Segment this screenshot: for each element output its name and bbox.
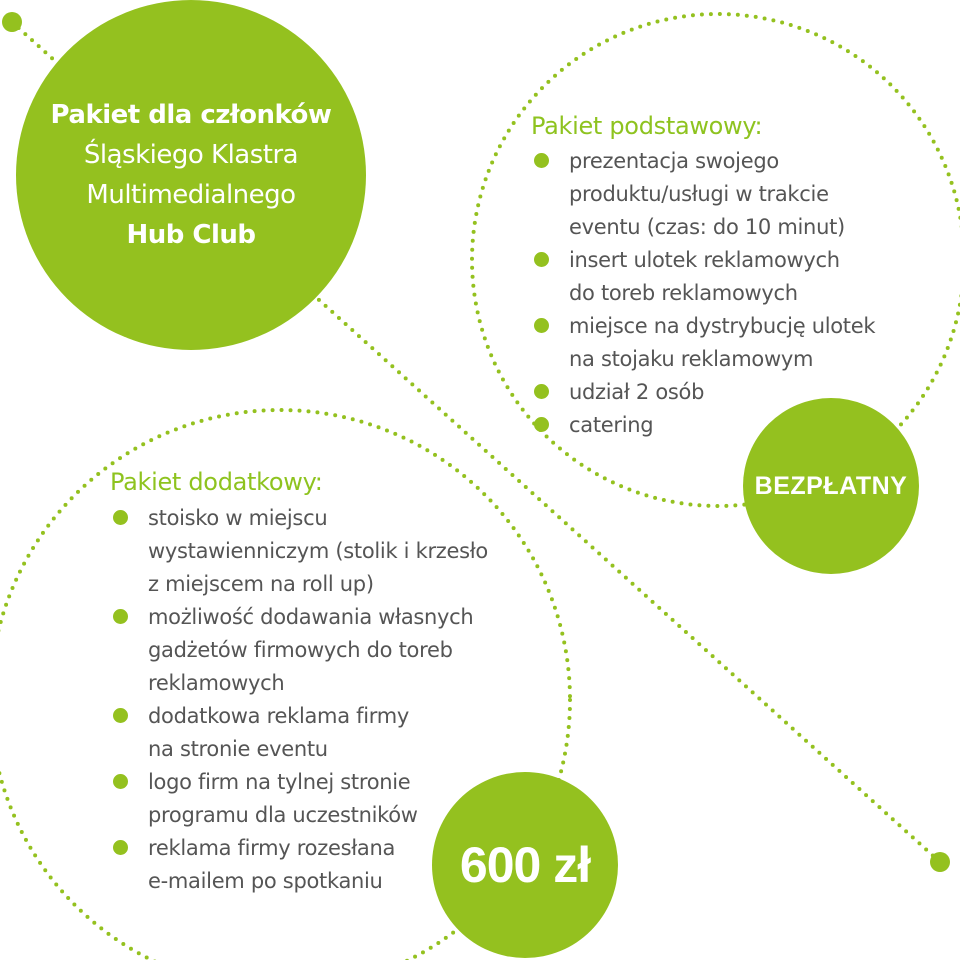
- list-item: logo firm na tylnej stronie programu dla …: [110, 766, 488, 832]
- list-item-text: dodatkowa reklama firmy na stronie eventu: [148, 700, 488, 766]
- list-item: możliwość dodawania własnych gadżetów fir…: [110, 601, 488, 700]
- extra-price-badge: 600 zł: [432, 772, 618, 958]
- basic-price-badge: BEZPŁATNY: [743, 398, 919, 574]
- list-item-line: gadżetów firmowych do toreb: [148, 638, 453, 662]
- basic-package-dotted-ring: [470, 12, 960, 508]
- list-item-line: reklama firmy rozesłana: [148, 836, 396, 860]
- list-item-line: na stojaku reklamowym: [569, 347, 814, 371]
- list-item-line: logo firm na tylnej stronie: [148, 770, 411, 794]
- list-item: reklama firmy rozesłana e-mailem po spotk…: [110, 832, 488, 898]
- extra-package-dotted-ring: [0, 408, 572, 960]
- list-item: catering: [531, 409, 875, 442]
- hub-title-line-4: Hub Club: [126, 220, 256, 250]
- list-item-text: miejsce na dystrybucję ulotek na stojaku …: [569, 310, 876, 376]
- list-item: insert ulotek reklamowych do toreb reklam…: [531, 244, 875, 310]
- list-item-line: e-mailem po spotkaniu: [148, 869, 383, 893]
- list-item-line: produktu/usługi w trakcie: [569, 182, 829, 206]
- list-item: miejsce na dystrybucję ulotek na stojaku …: [531, 310, 876, 376]
- extra-package-list: stoisko w miejscu wystawienniczym (stolik…: [110, 502, 488, 898]
- bullet-icon: [113, 708, 128, 723]
- bullet-icon: [113, 510, 128, 525]
- list-item-line: eventu (czas: do 10 minut): [569, 215, 845, 239]
- hub-title-line-2: Śląskiego Klastra: [83, 140, 299, 170]
- bullet-icon: [534, 153, 549, 168]
- list-item-line: możliwość dodawania własnych: [148, 605, 474, 629]
- list-item-line: udział 2 osób: [569, 380, 705, 404]
- list-item-text: catering: [569, 409, 875, 442]
- list-item-line: insert ulotek reklamowych: [569, 248, 840, 272]
- basic-package-list: prezentacja swojego produktu/usługi w tra…: [531, 145, 876, 442]
- list-item-text: prezentacja swojego produktu/usługi w tra…: [569, 145, 875, 244]
- list-item-line: dodatkowa reklama firmy: [148, 704, 410, 728]
- bullet-icon: [534, 417, 549, 432]
- list-item-line: na stronie eventu: [148, 737, 328, 761]
- hub-title-line-1: Pakiet dla członków: [50, 100, 332, 130]
- list-item: stoisko w miejscu wystawienniczym (stolik…: [110, 502, 488, 601]
- bullet-icon: [113, 609, 128, 624]
- list-item-text: insert ulotek reklamowych do toreb reklam…: [569, 244, 875, 310]
- list-item: udział 2 osób: [531, 376, 875, 409]
- list-item-text: stoisko w miejscu wystawienniczym (stolik…: [148, 502, 488, 601]
- bullet-icon: [113, 840, 128, 855]
- list-item-line: z miejscem na roll up): [148, 572, 374, 596]
- list-item: prezentacja swojego produktu/usługi w tra…: [531, 145, 875, 244]
- bullet-icon: [113, 774, 128, 789]
- list-item-line: do toreb reklamowych: [569, 281, 798, 305]
- basic-price-label: BEZPŁATNY: [754, 471, 908, 500]
- bullet-icon: [534, 384, 549, 399]
- list-item-line: catering: [569, 413, 654, 437]
- list-item-line: wystawienniczym (stolik i krzesło: [148, 539, 488, 563]
- list-item-line: miejsce na dystrybucję ulotek: [569, 314, 876, 338]
- extra-price-label: 600 zł: [459, 837, 591, 893]
- basic-package-title: Pakiet podstawowy:: [531, 112, 763, 140]
- hub-title-line-3: Multimedialnego: [86, 180, 296, 210]
- list-item: dodatkowa reklama firmy na stronie eventu: [110, 700, 488, 766]
- hub-club-disc: Pakiet dla członków Śląskiego Klastra Mu…: [16, 0, 366, 350]
- connector-end-dot: [930, 852, 950, 872]
- extra-package-title: Pakiet dodatkowy:: [110, 468, 323, 496]
- list-item-line: reklamowych: [148, 671, 285, 695]
- connector-start-dot: [2, 12, 22, 32]
- list-item-line: stoisko w miejscu: [148, 506, 328, 530]
- list-item-line: prezentacja swojego: [569, 149, 779, 173]
- list-item-text: reklama firmy rozesłana e-mailem po spotk…: [148, 832, 488, 898]
- bullet-icon: [534, 252, 549, 267]
- list-item-text: możliwość dodawania własnych gadżetów fir…: [148, 601, 488, 700]
- bullet-icon: [534, 318, 549, 333]
- list-item-line: programu dla uczestników: [148, 803, 418, 827]
- list-item-text: udział 2 osób: [569, 376, 875, 409]
- list-item-text: logo firm na tylnej stronie programu dla …: [148, 766, 488, 832]
